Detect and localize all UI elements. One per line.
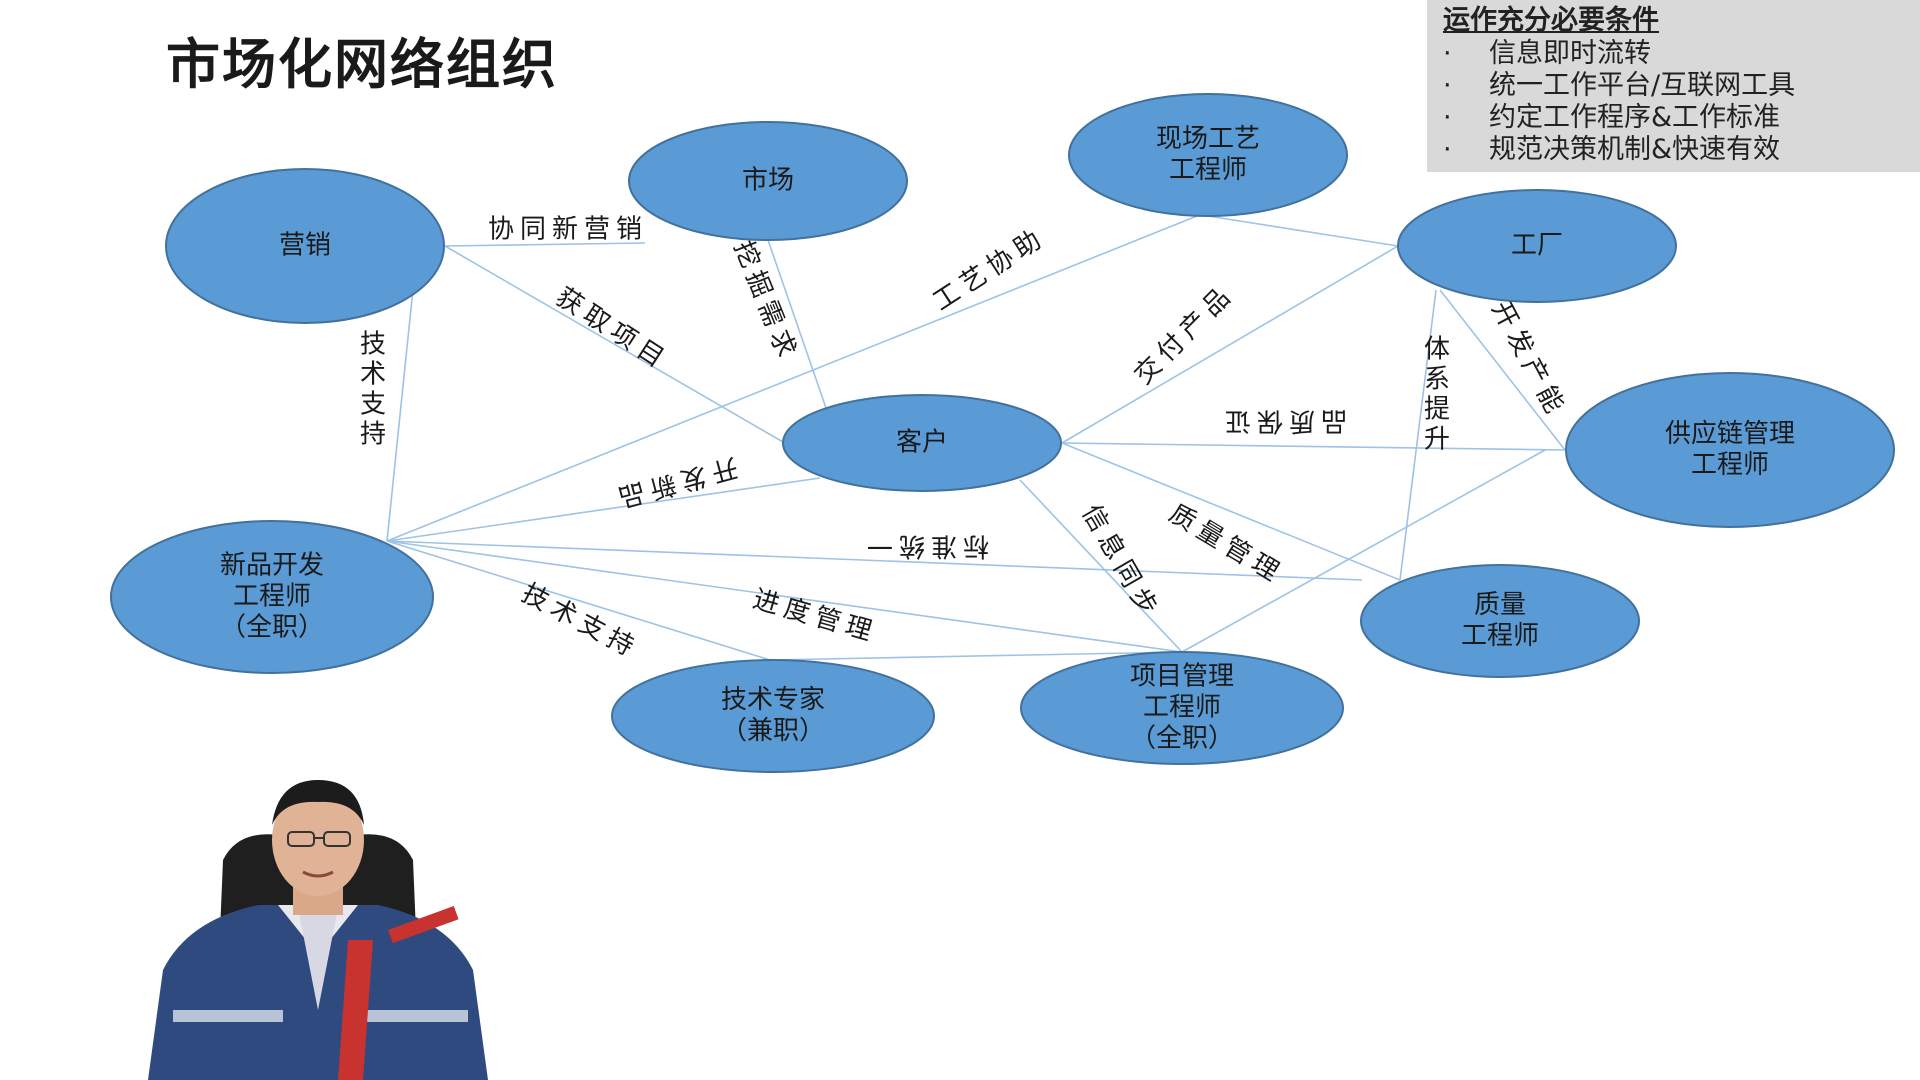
- edge-npd_eng-quality_eng: [386, 540, 1363, 581]
- node-customer: 客户: [782, 394, 1062, 492]
- node-label: （兼职）: [721, 716, 825, 746]
- nodes-layer: 营销市场现场工艺工程师工厂客户供应链管理工程师新品开发工程师（全职）质量工程师技…: [110, 93, 1895, 773]
- edge-customer-pm: [1019, 479, 1183, 653]
- edge-label: 技术支持: [360, 330, 386, 450]
- node-market: 市场: [628, 121, 908, 241]
- node-ellipse: [1020, 651, 1344, 765]
- node-factory: 工厂: [1397, 189, 1677, 303]
- edge-customer-supply_chain: [1061, 442, 1566, 451]
- condition-item: ·约定工作程序&工作标准: [1443, 102, 1781, 133]
- node-label: 市场: [742, 166, 794, 196]
- edge-label: 信息同步: [1075, 500, 1165, 626]
- condition-item: ·统一工作平台/互联网工具: [1443, 70, 1796, 101]
- edge-label: 品质保证: [1219, 406, 1347, 436]
- node-label: 项目管理: [1130, 662, 1234, 692]
- bullet-icon: ·: [1443, 38, 1452, 69]
- edge-customer-quality_eng: [1061, 442, 1401, 581]
- bullet-icon: ·: [1443, 102, 1452, 133]
- bullet-icon: ·: [1443, 134, 1452, 165]
- node-label: 工程师: [1143, 693, 1221, 723]
- node-label: （全职）: [220, 613, 324, 643]
- conditions-panel: 运作充分必要条件 ·信息即时流转 ·统一工作平台/互联网工具 ·约定工作程序&工…: [1427, 0, 1920, 172]
- edge-label: 交付产品: [1129, 279, 1241, 391]
- edge-label: 质量管理: [1164, 499, 1289, 591]
- node-label: 客户: [896, 428, 948, 458]
- edge-label: 挖掘需求: [728, 237, 804, 367]
- node-ellipse: [1360, 564, 1640, 678]
- node-label: 工程师: [1691, 450, 1769, 480]
- node-label: （全职）: [1130, 724, 1234, 754]
- node-ellipse: [165, 168, 445, 324]
- node-label: 工程师: [1461, 621, 1539, 651]
- node-label: 工程师: [1169, 155, 1247, 185]
- edge-label: 进度管理: [749, 584, 880, 648]
- node-ellipse: [611, 659, 935, 773]
- node-label: 现场工艺: [1156, 124, 1260, 154]
- edge-npd_eng-tech_expert: [386, 540, 771, 661]
- node-label: 技术专家: [721, 685, 825, 715]
- conditions-list: ·信息即时流转 ·统一工作平台/互联网工具 ·约定工作程序&工作标准 ·规范决策…: [1443, 38, 1910, 166]
- node-label: 营销: [279, 231, 331, 261]
- edge-label: 工艺协助: [928, 222, 1052, 317]
- edge-factory-quality_eng: [1399, 289, 1437, 581]
- node-ellipse: [628, 121, 908, 241]
- presenter-photo: [148, 780, 488, 1080]
- edge-label: 获取项目: [550, 282, 674, 377]
- node-ellipse: [1068, 93, 1348, 217]
- node-label: 工程师: [233, 582, 311, 612]
- condition-item: ·规范决策机制&快速有效: [1443, 134, 1781, 165]
- condition-item: ·信息即时流转: [1443, 38, 1651, 69]
- edge-marketing-customer: [444, 245, 784, 443]
- page-title: 市场化网络组织: [166, 33, 558, 96]
- edge-label: 标准统一: [861, 531, 989, 561]
- edge-label: 体系提升: [1424, 335, 1450, 455]
- edge-label: 协同新营销: [488, 215, 648, 245]
- edge-market-customer: [767, 239, 827, 409]
- node-ellipse: [1565, 372, 1895, 528]
- edge-tech_expert-pm: [772, 651, 1183, 661]
- edge-process_eng-factory: [1207, 215, 1399, 247]
- edge-marketing-market: [444, 242, 646, 247]
- node-label: 质量: [1474, 590, 1526, 620]
- node-ellipse: [1397, 189, 1677, 303]
- bullet-icon: ·: [1443, 70, 1452, 101]
- edge-customer-npd_eng: [386, 477, 821, 542]
- node-label: 工厂: [1511, 231, 1563, 261]
- node-ellipse: [782, 394, 1062, 492]
- edge-label: 技术支持: [517, 578, 644, 665]
- edge-marketing-npd_eng: [386, 269, 416, 542]
- edge-npd_eng-pm: [386, 540, 1183, 653]
- node-label: 新品开发: [220, 551, 324, 581]
- edge-process_eng-npd_eng: [386, 215, 1198, 542]
- edges-layer: [386, 215, 1566, 661]
- edge-factory-customer: [1061, 245, 1399, 444]
- edge-pm-supply_chain: [1181, 449, 1546, 653]
- edge-label: 开发新品: [609, 451, 740, 513]
- node-ellipse: [110, 520, 434, 674]
- edge-factory-supply_chain: [1439, 289, 1566, 451]
- node-marketing: 营销: [165, 168, 445, 324]
- node-label: 供应链管理: [1665, 419, 1795, 449]
- node-tech_expert: 技术专家（兼职）: [611, 659, 935, 773]
- conditions-heading: 运作充分必要条件: [1443, 5, 1659, 36]
